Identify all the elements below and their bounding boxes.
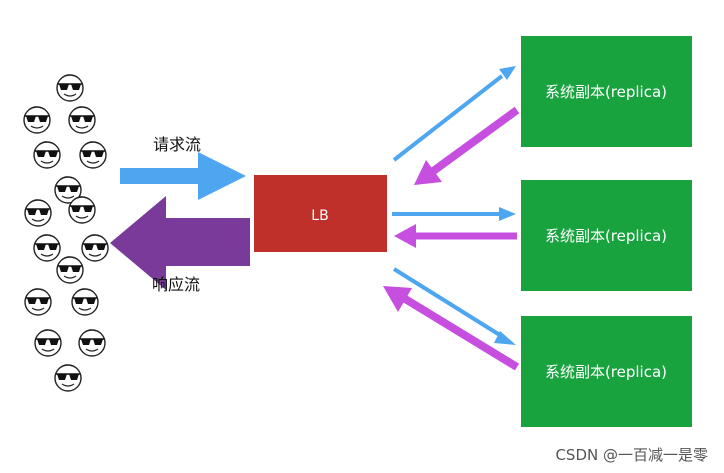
- sunglasses-face-icon: [56, 73, 84, 102]
- sunglasses-face-icon: [33, 140, 61, 169]
- sunglasses-face-icon: [71, 287, 99, 316]
- sunglasses-face-icon: [81, 233, 109, 262]
- arrow-lb-to-replica-3: [392, 267, 516, 345]
- request-flow-arrow: [120, 152, 246, 200]
- load-balancer-label: LB: [311, 208, 328, 224]
- sunglasses-face-icon: [34, 328, 62, 357]
- user-crowd: [23, 73, 109, 392]
- sunglasses-face-icon: [56, 255, 84, 284]
- arrow-replica-1-to-lb: [414, 106, 520, 185]
- replica-label-3: 系统副本(replica): [545, 363, 667, 381]
- sunglasses-face-icon: [78, 328, 106, 357]
- sunglasses-face-icon: [24, 198, 52, 227]
- load-balancer-box: [254, 175, 387, 252]
- sunglasses-face-icon: [79, 140, 107, 169]
- arrow-lb-to-replica-2: [392, 207, 516, 221]
- replica-box-1: [521, 36, 692, 147]
- replica-box-3: [521, 316, 692, 427]
- replica-label-2: 系统副本(replica): [545, 227, 667, 245]
- sunglasses-face-icon: [54, 363, 82, 392]
- sunglasses-face-icon: [68, 105, 96, 134]
- response-flow-arrow: [110, 196, 250, 290]
- request-flow-label: 请求流: [153, 135, 201, 154]
- arrow-replica-3-to-lb: [383, 286, 520, 371]
- arrow-lb-to-replica-1: [392, 66, 516, 162]
- response-flow-label: 响应流: [152, 275, 200, 294]
- replica-label-1: 系统副本(replica): [545, 83, 667, 101]
- replica-box-2: [521, 180, 692, 291]
- arrow-replica-2-to-lb: [394, 224, 517, 248]
- sunglasses-face-icon: [23, 105, 51, 134]
- sunglasses-face-icon: [24, 287, 52, 316]
- sunglasses-face-icon: [33, 233, 61, 262]
- sunglasses-face-icon: [68, 195, 96, 224]
- watermark: CSDN @一百减一是零: [555, 446, 708, 464]
